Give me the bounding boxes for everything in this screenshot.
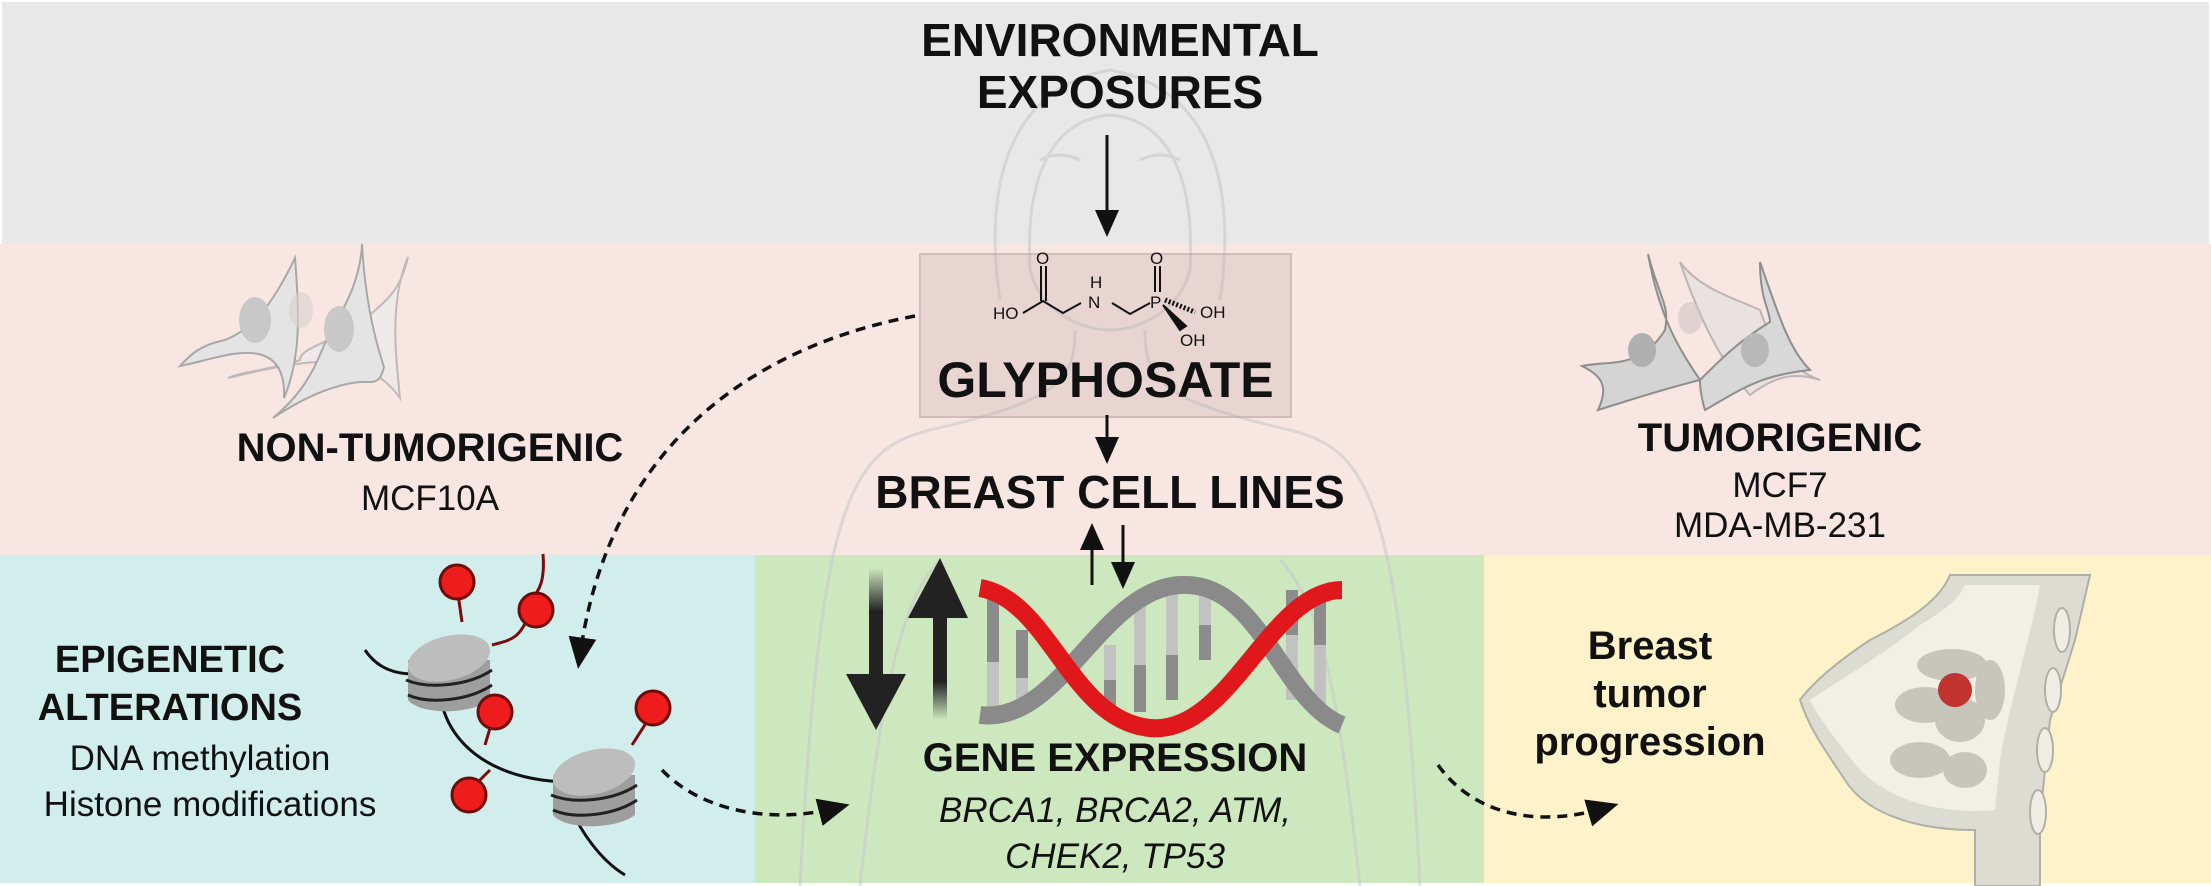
glyphosate-label: GLYPHOSATE — [937, 352, 1274, 408]
dna-helix-icon — [977, 575, 1346, 738]
heading-line-2: EXPOSURES — [976, 66, 1264, 118]
breast-tumor-progression-label: Breast tumor progression — [1530, 622, 1770, 766]
cell-line-mda-mb-231: MDA-MB-231 — [1674, 506, 1886, 545]
epigenetic-item-dna-methylation: DNA methylation — [69, 739, 331, 778]
environmental-exposures-heading: ENVIRONMENTAL EXPOSURES — [860, 14, 1380, 118]
gene-list-line-1: BRCA1, BRCA2, ATM, — [938, 791, 1292, 830]
gene-list-line-2: CHEK2, TP53 — [1005, 837, 1225, 876]
dashed-arrow-glyphosate-to-epigenetic — [568, 314, 916, 669]
svg-text:N: N — [1088, 293, 1100, 312]
non-tumorigenic-heading: NON-TUMORIGENIC — [236, 426, 624, 470]
glyphosate-structure-icon — [1022, 266, 1196, 332]
outcome-line-1: Breast — [1587, 624, 1713, 668]
epigenetic-panel — [0, 555, 755, 883]
gene-expression-heading: GENE EXPRESSION — [922, 736, 1308, 780]
glyphosate-box — [919, 253, 1292, 418]
heading-line-1: ENVIRONMENTAL — [921, 14, 1319, 66]
svg-text:O: O — [1036, 249, 1049, 268]
tumorigenic-cells-icon — [1579, 253, 1821, 412]
svg-text:OH: OH — [1200, 303, 1226, 322]
heading-line-2: ALTERATIONS — [37, 687, 303, 729]
svg-text:H: H — [1090, 273, 1102, 292]
dashed-arrow-epigenetic-to-gene — [660, 768, 850, 826]
nucleosome-icon — [363, 553, 672, 877]
heading-line-1: EPIGENETIC — [54, 639, 286, 681]
cell-line-mcf10a: MCF10A — [360, 479, 500, 518]
structure-labels: HO O H N P O OH OH — [993, 249, 1226, 350]
cell-lines-band — [0, 244, 2211, 555]
epigenetic-item-histone-modifications: Histone modifications — [43, 785, 377, 824]
tumorigenic-heading: TUMORIGENIC — [1637, 416, 1923, 460]
expression-up-down-arrows-icon — [846, 558, 968, 730]
cell-line-mcf7: MCF7 — [1732, 466, 1828, 505]
svg-text:HO: HO — [993, 304, 1019, 323]
breast-tumor-icon — [1798, 574, 2092, 886]
epigenetic-alterations-heading: EPIGENETIC ALTERATIONS — [30, 636, 310, 732]
svg-text:O: O — [1150, 249, 1163, 268]
breast-cell-lines-label: BREAST CELL LINES — [875, 466, 1345, 518]
dashed-arrow-gene-to-tumor — [1436, 763, 1619, 827]
svg-text:OH: OH — [1180, 331, 1206, 350]
outcome-line-2: tumor — [1593, 672, 1707, 716]
svg-text:P: P — [1150, 293, 1161, 312]
non-tumorigenic-cells-icon — [177, 243, 409, 419]
outcome-line-3: progression — [1534, 720, 1766, 764]
